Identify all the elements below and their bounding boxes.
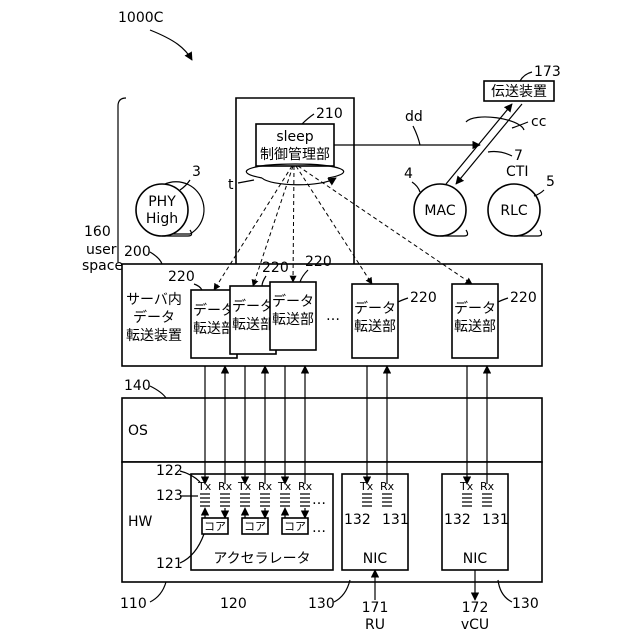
os-layer [122,398,542,462]
intra-server-ref-leader [150,252,162,264]
transfer-unit-ref: 220 [262,260,289,276]
nic-ru-ref-leader [334,580,350,602]
link-ref-leader [488,152,512,157]
phy-line1: PHY [148,194,176,210]
figure-ref-arrow [150,30,192,60]
svg-text:Tx: Tx [197,480,212,493]
intra-server-ref: 200 [124,244,151,260]
svg-text:データ: データ [354,300,396,317]
queue-ref: 122 [156,463,183,479]
os-ref-leader [150,386,166,398]
core-ellipsis: … [312,520,326,536]
svg-text:データ: データ [232,298,274,315]
dd-label: dd [405,109,423,125]
nic-vcu-ref-a: 132 [444,512,471,528]
cc-label: cc [531,114,546,130]
svg-text:転送部: 転送部 [232,317,274,333]
accelerator-ref: 120 [220,596,247,612]
cc-loop [466,117,524,130]
os-label: OS [128,423,148,439]
transfer-unit-ref: 220 [305,254,332,270]
hw-label: HW [128,514,153,530]
svg-text:コア: コア [284,520,306,533]
phy-ref: 3 [192,164,201,180]
loop-ellipse-lower [262,178,336,185]
svg-text:Tx: Tx [237,480,252,493]
user-space-label-2: space [82,258,123,274]
cti-label: CTI [506,164,528,180]
nic-ru-label: NIC [363,551,388,567]
intra-server-line3: 転送装置 [126,328,182,344]
figure-ref: 1000C [118,10,164,26]
sleep-manager-line2: 制御管理部 [260,147,330,163]
transmission-device-label: 伝送装置 [491,84,547,100]
queue-ref-2: 123 [156,488,183,504]
sleep-manager-line1: sleep [276,129,313,145]
svg-text:データ: データ [272,293,314,310]
intra-server-line1: サーバ内 [126,292,182,308]
svg-text:データ: データ [193,302,235,319]
svg-text:転送部: 転送部 [454,319,496,335]
phy-circle [136,184,188,236]
nic-vcu-label: NIC [463,551,488,567]
transfer-unit-ref: 220 [410,290,437,306]
core-ref: 121 [156,556,183,572]
svg-text:コア: コア [244,520,266,533]
nic-ru-tx: Tx [359,480,374,493]
mac-ref-leader [412,182,420,192]
svg-text:転送部: 転送部 [193,321,235,337]
sleep-manager-ref-leader [302,114,314,124]
user-space-bracket [118,98,126,262]
loop-label: t [228,177,234,193]
rlc-ref: 5 [546,174,555,190]
svg-text:転送部: 転送部 [272,312,314,328]
nic-vcu-tx: Tx [459,480,474,493]
svg-text:Tx: Tx [277,480,292,493]
rlc-label: RLC [500,203,528,219]
os-ref: 140 [124,378,151,394]
nic-vcu-ref-leader [498,580,512,602]
nic-vcu-ref: 130 [512,596,539,612]
rlc-ref-leader [534,190,544,196]
svg-text:データ: データ [454,300,496,317]
nic-ru-ref: 130 [308,596,335,612]
user-space-ref: 160 [84,224,111,240]
sleep-manager-frame [236,98,354,264]
nic-ru-ref-b: 131 [382,512,409,528]
dd-leader [413,126,420,145]
ru-label: RU [365,617,385,633]
svg-text:転送部: 転送部 [354,319,396,335]
mac-label: MAC [424,203,455,219]
svg-text:コア: コア [204,520,226,533]
vcu-ref: 172 [462,600,489,616]
accelerator-label: アクセラレータ [213,551,310,567]
sleep-manager-ref: 210 [316,106,343,122]
vcu-label: vCU [461,617,489,633]
transfer-unit-ref: 220 [510,290,537,306]
user-space-label-1: user [86,242,117,258]
cti-link-a [446,104,512,184]
transfer-unit-ref: 220 [168,269,195,285]
ru-ref: 171 [362,600,389,616]
transmission-device-ref-leader [520,72,532,81]
nic-vcu-ref-b: 131 [482,512,509,528]
hw-ref-leader [150,582,166,602]
transfer-unit-ellipsis: … [326,308,340,324]
phy-line2: High [146,211,178,227]
queue-ellipsis: … [312,492,326,508]
nic-ru-ref-a: 132 [344,512,371,528]
link-ref: 7 [514,148,523,164]
intra-server-line2: データ [133,309,175,326]
hw-ref: 110 [120,596,147,612]
mac-ref: 4 [404,166,413,182]
transmission-device-ref: 173 [534,64,561,80]
loop-label-leader [238,180,254,183]
